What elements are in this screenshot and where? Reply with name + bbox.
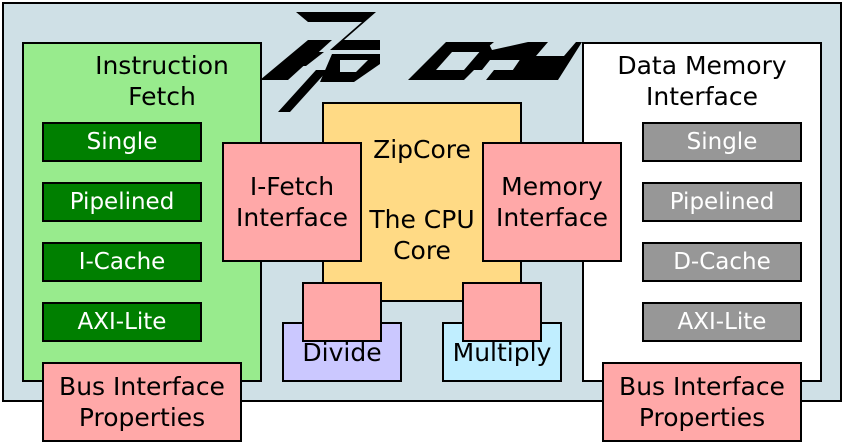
memory-interface: Memory Interface [482,142,622,262]
ifetch-interface: I-Fetch Interface [222,142,362,262]
data-option-single: Single [642,122,802,162]
zipcore-name: ZipCore [373,135,471,165]
data-option-dcache: D-Cache [642,242,802,282]
data-memory-title: Data Memory Interface [617,50,787,111]
divide-port [302,282,382,342]
fetch-option-pipelined: Pipelined [42,182,202,222]
instruction-fetch-title: Instruction Fetch [95,50,229,111]
fetch-option-axi-lite: AXI-Lite [42,302,202,342]
zipcore-description: The CPU Core [369,204,475,265]
fetch-option-single: Single [42,122,202,162]
fetch-option-icache: I-Cache [42,242,202,282]
data-option-axi-lite: AXI-Lite [642,302,802,342]
data-bus-properties: Bus Interface Properties [602,362,802,442]
multiply-port [462,282,542,342]
fetch-bus-properties: Bus Interface Properties [42,362,242,442]
zipcpu-logo-icon [260,12,582,112]
data-option-pipelined: Pipelined [642,182,802,222]
